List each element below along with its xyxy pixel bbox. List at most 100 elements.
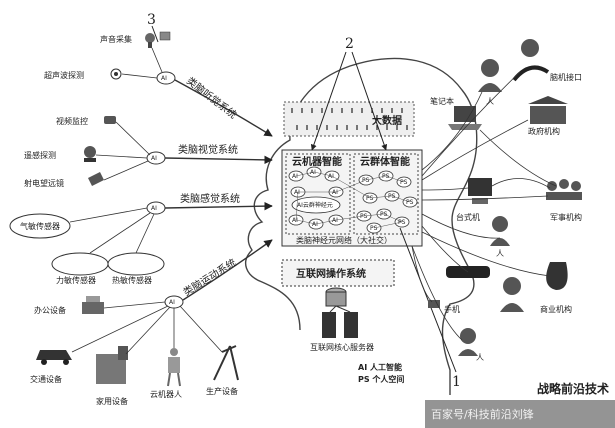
ai-hub-label: AI: [169, 299, 175, 306]
ai-node-label: AI: [292, 173, 298, 180]
ps-node-label: PS: [360, 213, 368, 220]
military-icon: [546, 179, 582, 200]
legend-ps: PS 个人空间: [358, 374, 404, 384]
motor-label: 类脑运动系统: [181, 256, 239, 299]
auditory-path: [174, 79, 273, 137]
ai-node-label: AI: [332, 189, 338, 196]
sensory-path: [164, 201, 273, 211]
person-icon-3: [500, 277, 524, 312]
camera-icon: [104, 116, 116, 124]
server-icon: [322, 287, 358, 338]
auditory-links: [121, 47, 163, 79]
visual-links: [95, 121, 151, 181]
internet-os-label: 互联网操作系统: [296, 267, 366, 280]
callout-3-line: [151, 25, 159, 43]
sensory-label: 类脑感觉系统: [180, 192, 240, 205]
radar-icon: [110, 68, 122, 80]
phone-label: 手机: [444, 304, 460, 314]
ps-node-label: PS: [406, 199, 414, 206]
microphone-icon: [145, 31, 171, 48]
traffic-label: 交通设备: [30, 374, 62, 384]
ai-hub-label: AI: [151, 155, 157, 162]
government-icon: [528, 96, 568, 124]
ultrasonic-label: 超声波探测: [44, 70, 84, 80]
callout-2: 2: [345, 36, 354, 52]
appliance-icon: [96, 346, 128, 384]
motor-path: [182, 239, 273, 301]
gov-label: 政府机构: [528, 126, 560, 136]
bci-label: 脑机接口: [550, 72, 582, 82]
watermark-brand: 战略前沿技术: [536, 382, 609, 396]
telescope-label: 射电望远镜: [24, 178, 64, 188]
ai-hub-labels: AI AI AI AI: [151, 75, 175, 306]
office-label: 办公设备: [34, 305, 66, 315]
right-links: [411, 71, 557, 341]
node-links: [295, 171, 411, 229]
cloud-group-label: 云群体智能: [360, 155, 410, 168]
voice-label: 声音采集: [100, 34, 132, 44]
robot-label: 云机器人: [150, 389, 182, 399]
cloud-robot-box: [285, 153, 351, 235]
robot-icon: [167, 348, 181, 387]
video-label: 视频监控: [56, 116, 88, 126]
ps-node-labels: PS PS PS PS PS PS PS PS PS PS: [360, 173, 414, 232]
sensor-ellipses: [9, 213, 165, 276]
remote-sensor-icon: [84, 146, 96, 162]
desktop-label: 台式机: [456, 212, 480, 222]
gas-label: 气敏传感器: [20, 221, 60, 231]
bigdata-ticks: [291, 108, 408, 130]
phone-icon: [428, 300, 440, 308]
ai-node-label: AI: [294, 189, 300, 196]
ps-node-label: PS: [388, 193, 396, 200]
force-label: 力敏传感器: [56, 275, 96, 285]
force-sensor-icon: [51, 252, 109, 276]
visual-label: 类脑视觉系统: [178, 143, 238, 156]
business-label: 商业机构: [540, 304, 572, 314]
laptop-label: 笔记本: [430, 96, 454, 106]
oil-pump-icon: [213, 345, 239, 381]
callout-2-line-b: [351, 51, 388, 151]
person-icon-2: [490, 216, 510, 246]
heat-sensor-icon: [107, 252, 165, 276]
bigdata-label: 大数据: [372, 114, 402, 127]
desktop-icon: [468, 178, 492, 204]
internet-os-box: [281, 259, 395, 287]
legend-ai: AI 人工智能: [358, 362, 402, 372]
system-paths: [164, 79, 273, 301]
ai-node-labels: AI AI AI AI AI AI AI AI AI云群神经元: [292, 169, 338, 228]
car-icon: [36, 350, 72, 365]
cloud-robot-label: 云机器智能: [292, 155, 342, 168]
printer-icon: [82, 296, 104, 314]
telescope-icon: [88, 172, 104, 186]
ps-node-label: PS: [398, 219, 406, 226]
military-label: 军事机构: [550, 212, 582, 222]
ai-hub-label: AI: [161, 75, 167, 82]
money-bag-icon: [546, 262, 568, 290]
ai-node-label: AI: [332, 217, 338, 224]
watermark-text: 百家号/科技前沿刘锋: [431, 408, 534, 421]
person-label-2: 人: [496, 249, 504, 258]
bci-icon: [512, 39, 550, 82]
gas-sensor-icon: [9, 213, 71, 239]
ps-node-label: PS: [366, 195, 374, 202]
ai-core-node: [291, 196, 341, 214]
person-icon-4: [458, 328, 478, 356]
ai-node-label: AI: [328, 173, 334, 180]
callout-2-line-a: [310, 51, 347, 151]
home-label: 家用设备: [96, 396, 128, 406]
neural-net-label: 类脑神经元网络（大社交）: [296, 235, 392, 245]
ps-node-label: PS: [362, 177, 370, 184]
ai-node-label: AI: [310, 169, 316, 176]
motor-links: [71, 301, 223, 355]
auditory-label: 类脑听觉系统: [184, 74, 239, 121]
sensory-links: [69, 207, 155, 254]
laptop-icon: [448, 106, 482, 130]
cloud-group-box: [353, 153, 419, 235]
ps-node-label: PS: [382, 173, 390, 180]
ai-node-label: AI: [292, 217, 298, 224]
core-server-label: 互联网核心服务器: [310, 342, 374, 352]
remote-label: 遥感探测: [24, 150, 56, 160]
ps-node-label: PS: [400, 179, 408, 186]
production-label: 生产设备: [206, 386, 238, 396]
